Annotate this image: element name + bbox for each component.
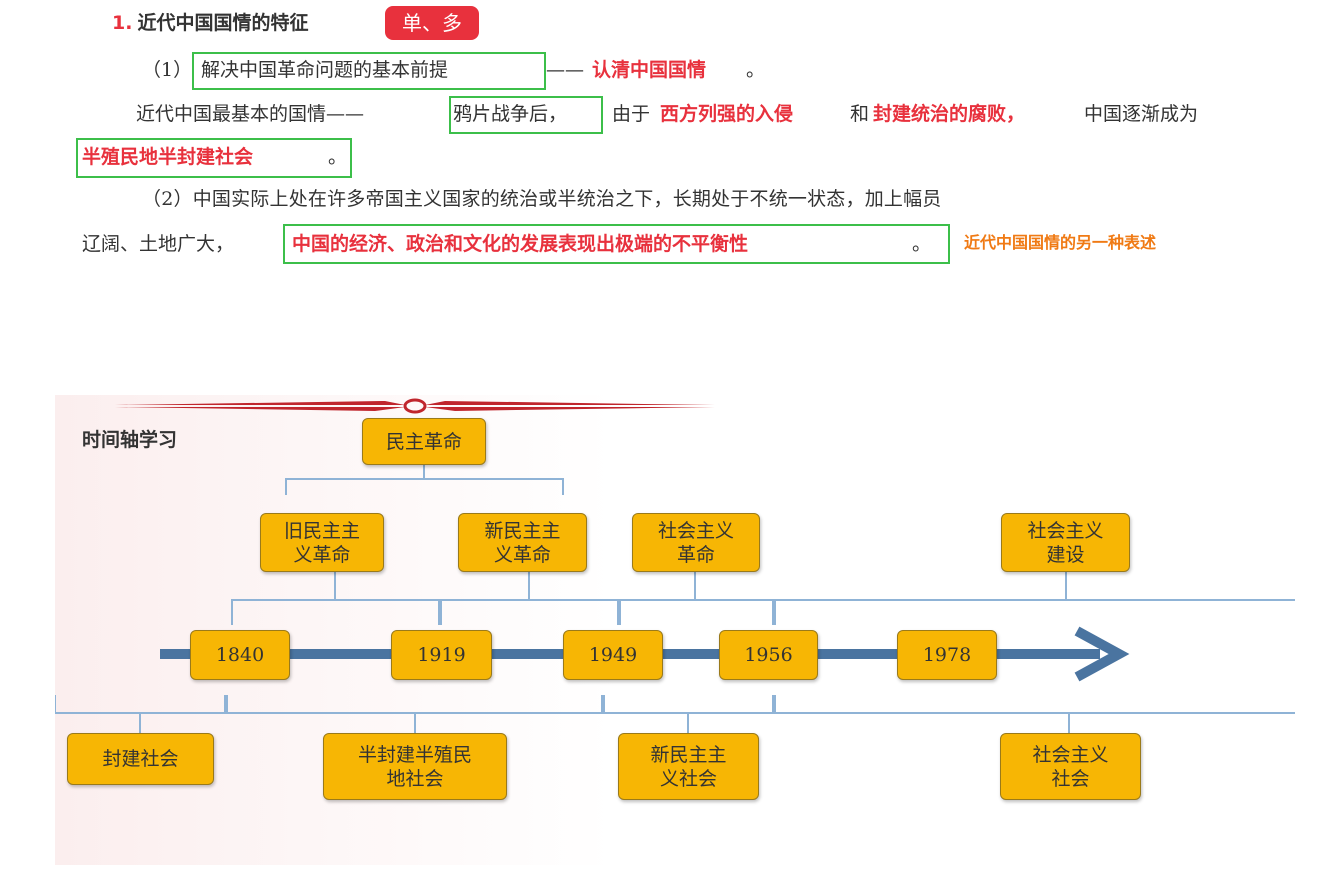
year-label: 1840	[215, 644, 265, 666]
highlight-box	[192, 52, 546, 90]
para3-boxed-red: 中国的经济、政治和文化的发展表现出极端的不平衡性	[292, 233, 749, 255]
year-box-1919: 1919	[391, 630, 492, 680]
para1-end: 。	[746, 59, 766, 81]
section-title: 近代中国国情的特征	[137, 12, 309, 34]
highlight-box	[449, 96, 603, 134]
top-box-democratic-revolution: 民主革命	[362, 418, 486, 465]
highlight-box	[76, 138, 352, 178]
box-label-line: 革命	[676, 543, 715, 566]
box-label-line: 社会	[1051, 767, 1090, 790]
box-label-line: 义社会	[659, 767, 717, 790]
year-box-1840: 1840	[190, 630, 290, 680]
upper-box-socialist-revolution: 社会主义革命	[632, 513, 760, 572]
box-label-line: 建设	[1046, 543, 1085, 566]
para2-red2: 封建统治的腐败，	[873, 103, 1026, 125]
timeline-title: 时间轴学习	[82, 429, 178, 451]
answer-type-badge: 单、多	[385, 6, 479, 40]
upper-box-old-democratic-revolution: 旧民主主义革命	[260, 513, 384, 572]
box-label-line: 社会主义	[1027, 519, 1104, 542]
para2-text3: 中国逐渐成为	[1084, 103, 1199, 125]
year-label: 1956	[744, 644, 793, 666]
lower-box-feudal-society: 封建社会	[67, 733, 214, 785]
box-label-line: 新民主主	[650, 743, 727, 766]
box-label-line: 义革命	[293, 543, 351, 566]
para1-answer: 认清中国国情	[592, 59, 707, 81]
para2-line2-red: 半殖民地半封建社会	[82, 146, 254, 168]
year-label: 1919	[417, 644, 466, 666]
box-label-line: 半封建半殖民	[357, 743, 472, 766]
para1-dash: ——	[546, 59, 584, 81]
box-label-line: 旧民主主	[283, 519, 360, 542]
highlight-box	[283, 224, 950, 264]
lower-box-semi-feudal-semi-colonial: 半封建半殖民地社会	[323, 733, 507, 800]
box-label-line: 封建社会	[102, 748, 179, 770]
year-box-1949: 1949	[563, 630, 663, 680]
year-label: 1978	[922, 644, 972, 666]
upper-box-socialist-construction: 社会主义建设	[1001, 513, 1130, 572]
para1-boxed-text: 解决中国革命问题的基本前提	[201, 59, 449, 81]
box-label-line: 社会主义	[657, 519, 734, 542]
para2-red1: 西方列强的入侵	[660, 103, 794, 125]
timeline-panel: 时间轴学习 民	[55, 395, 1295, 865]
para2-lead: 近代中国最基本的国情——	[136, 103, 365, 125]
para3-line2-lead: 辽阔、土地广大，	[82, 233, 235, 255]
para2-line2-end: 。	[328, 146, 348, 168]
para1-label: （1）	[142, 59, 193, 81]
ribbon-decoration-icon	[115, 398, 715, 414]
box-label-line: 地社会	[386, 767, 444, 790]
para3-line1: （2）中国实际上处在许多帝国主义国家的统治或半统治之下，长期处于不统一状态，加上…	[142, 188, 942, 210]
box-label-line: 社会主义	[1032, 743, 1109, 766]
year-box-1978: 1978	[897, 630, 997, 680]
box-label: 民主革命	[385, 430, 462, 453]
para2-boxed-text: 鸦片战争后，	[453, 103, 568, 125]
para3-boxed-end: 。	[912, 233, 932, 255]
year-box-1956: 1956	[719, 630, 818, 680]
section-heading: 1. 近代中国国情的特征	[112, 8, 309, 35]
upper-box-new-democratic-revolution: 新民主主义革命	[458, 513, 587, 572]
lower-box-socialist-society: 社会主义社会	[1000, 733, 1141, 800]
box-label-line: 义革命	[493, 543, 551, 566]
section-number: 1.	[112, 12, 133, 34]
para2-text1: 由于	[612, 103, 651, 125]
year-label: 1949	[588, 644, 638, 666]
box-label-line: 新民主主	[484, 519, 561, 542]
para2-text2: 和	[850, 103, 870, 125]
lower-box-new-democratic-society: 新民主主义社会	[618, 733, 759, 800]
para3-note: 近代中国国情的另一种表述	[964, 233, 1157, 252]
